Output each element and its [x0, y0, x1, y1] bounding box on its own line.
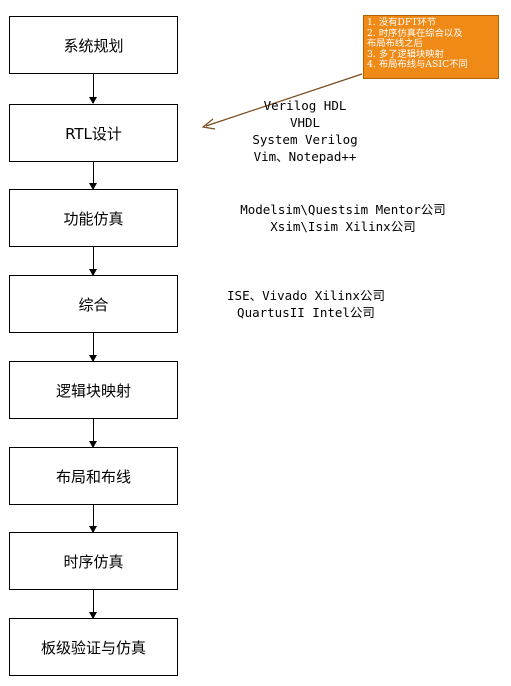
tool-item: System Verilog — [252, 132, 358, 147]
step-rtl-design: RTL设计 — [9, 104, 178, 162]
note-line: 布局布线之后 — [367, 38, 423, 50]
note-line: 3. 多了逻辑块映射 — [367, 48, 444, 60]
step-label: 逻辑块映射 — [55, 381, 131, 400]
note-line: 2. 时序仿真在综合以及 — [367, 27, 463, 39]
flow-arrow — [89, 74, 97, 104]
step-functional-sim: 功能仿真 — [9, 189, 178, 247]
step-timing-sim: 时序仿真 — [9, 532, 178, 590]
flow-arrow — [89, 162, 97, 190]
tool-item: Verilog HDL — [263, 98, 347, 113]
tool-item: Vim、Notepad++ — [253, 149, 357, 164]
step-logic-block-mapping: 逻辑块映射 — [9, 361, 178, 419]
step-board-verification: 板级验证与仿真 — [9, 618, 178, 676]
step-label: 系统规划 — [63, 36, 124, 55]
flow-arrow — [89, 419, 97, 448]
note-line: 4. 布局布线与ASIC不同 — [367, 59, 468, 71]
rtl-tools-list: Verilog HDL VHDL System Verilog Vim、Note… — [235, 97, 375, 165]
note-line: 1. 没有DFT环节 — [367, 17, 437, 28]
sim-tools-list: Modelsim\Questsim Mentor公司 Xsim\Isim Xil… — [230, 201, 456, 235]
tool-item: ISE、Vivado Xilinx公司 — [227, 288, 385, 303]
tool-item: Modelsim\Questsim Mentor公司 — [240, 202, 446, 217]
step-label: 布局和布线 — [55, 467, 131, 486]
step-label: 功能仿真 — [63, 209, 124, 228]
step-label: RTL设计 — [65, 124, 122, 143]
flow-arrow — [89, 247, 97, 276]
flow-arrow — [89, 590, 97, 619]
step-label: 时序仿真 — [63, 552, 124, 571]
flow-arrow — [89, 333, 97, 362]
tool-item: QuartusII Intel公司 — [237, 305, 375, 320]
step-label: 综合 — [78, 295, 109, 314]
synth-tools-list: ISE、Vivado Xilinx公司 QuartusII Intel公司 — [218, 287, 394, 321]
step-place-and-route: 布局和布线 — [9, 447, 178, 505]
step-label: 板级验证与仿真 — [40, 638, 146, 657]
step-synthesis: 综合 — [9, 275, 178, 333]
tool-item: VHDL — [289, 115, 321, 130]
tool-item: Xsim\Isim Xilinx公司 — [270, 219, 416, 234]
step-system-planning: 系统规划 — [9, 16, 178, 74]
fpga-vs-asic-note: 1. 没有DFT环节 2. 时序仿真在综合以及 布局布线之后 3. 多了逻辑块映… — [363, 15, 499, 79]
flow-arrow — [89, 505, 97, 533]
